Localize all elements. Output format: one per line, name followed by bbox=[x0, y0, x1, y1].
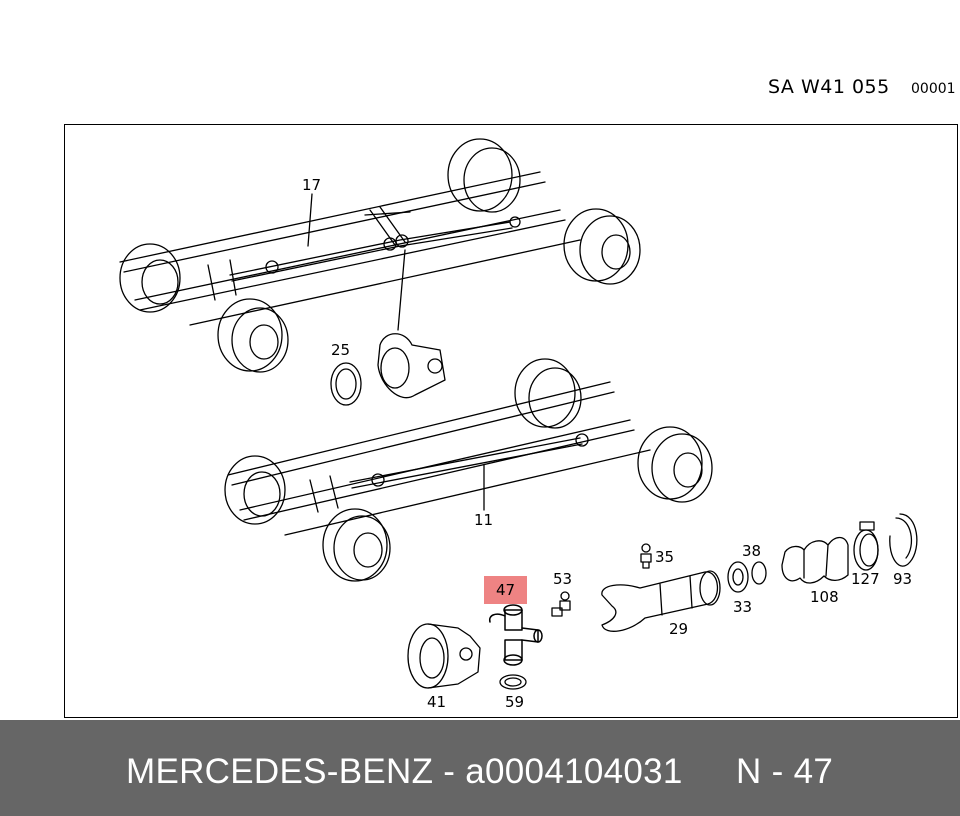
ring-33-drawing bbox=[727, 561, 749, 593]
diagram-code: SA W41 055 bbox=[768, 76, 890, 98]
center-bearing-drawing bbox=[377, 333, 446, 399]
grease-nipple-35-drawing bbox=[640, 543, 652, 569]
brand-part-number: MERCEDES-BENZ - a0004104031 bbox=[126, 752, 683, 791]
circlip-59-drawing bbox=[499, 674, 527, 690]
leader-flange bbox=[397, 249, 406, 331]
upper-chassis-drawing bbox=[119, 138, 641, 373]
boot-108-drawing bbox=[781, 536, 849, 584]
position-label: N - 47 bbox=[736, 752, 834, 791]
footer-bar: MERCEDES-BENZ - a0004104031 N - 47 bbox=[0, 720, 960, 816]
seal-ring-25-drawing bbox=[330, 362, 362, 406]
grease-nipple-53-drawing bbox=[551, 591, 571, 617]
flange-41-drawing bbox=[407, 623, 481, 689]
callout-59[interactable]: 59 bbox=[505, 693, 525, 711]
callout-17[interactable]: 17 bbox=[302, 176, 322, 194]
callout-41[interactable]: 41 bbox=[427, 693, 447, 711]
leader-17 bbox=[307, 193, 313, 247]
universal-joint-47-drawing bbox=[488, 604, 543, 666]
ring-38-drawing bbox=[751, 561, 767, 585]
sheet-number: 00001 bbox=[911, 81, 956, 97]
callout-53[interactable]: 53 bbox=[553, 570, 573, 588]
lower-chassis-drawing bbox=[224, 358, 713, 582]
callout-35[interactable]: 35 bbox=[655, 548, 675, 566]
shaft-29-drawing bbox=[601, 570, 721, 632]
callout-11[interactable]: 11 bbox=[474, 511, 494, 529]
callout-127[interactable]: 127 bbox=[851, 570, 880, 588]
callout-47-highlighted[interactable]: 47 bbox=[484, 576, 528, 604]
callout-29[interactable]: 29 bbox=[669, 620, 689, 638]
callout-33[interactable]: 33 bbox=[733, 598, 753, 616]
callout-93[interactable]: 93 bbox=[893, 570, 913, 588]
callout-38[interactable]: 38 bbox=[742, 542, 762, 560]
circlip-93-drawing bbox=[889, 513, 918, 567]
callout-108[interactable]: 108 bbox=[810, 588, 839, 606]
clamp-127-drawing bbox=[853, 521, 879, 571]
diagram-frame bbox=[64, 124, 958, 718]
callout-25[interactable]: 25 bbox=[331, 341, 351, 359]
